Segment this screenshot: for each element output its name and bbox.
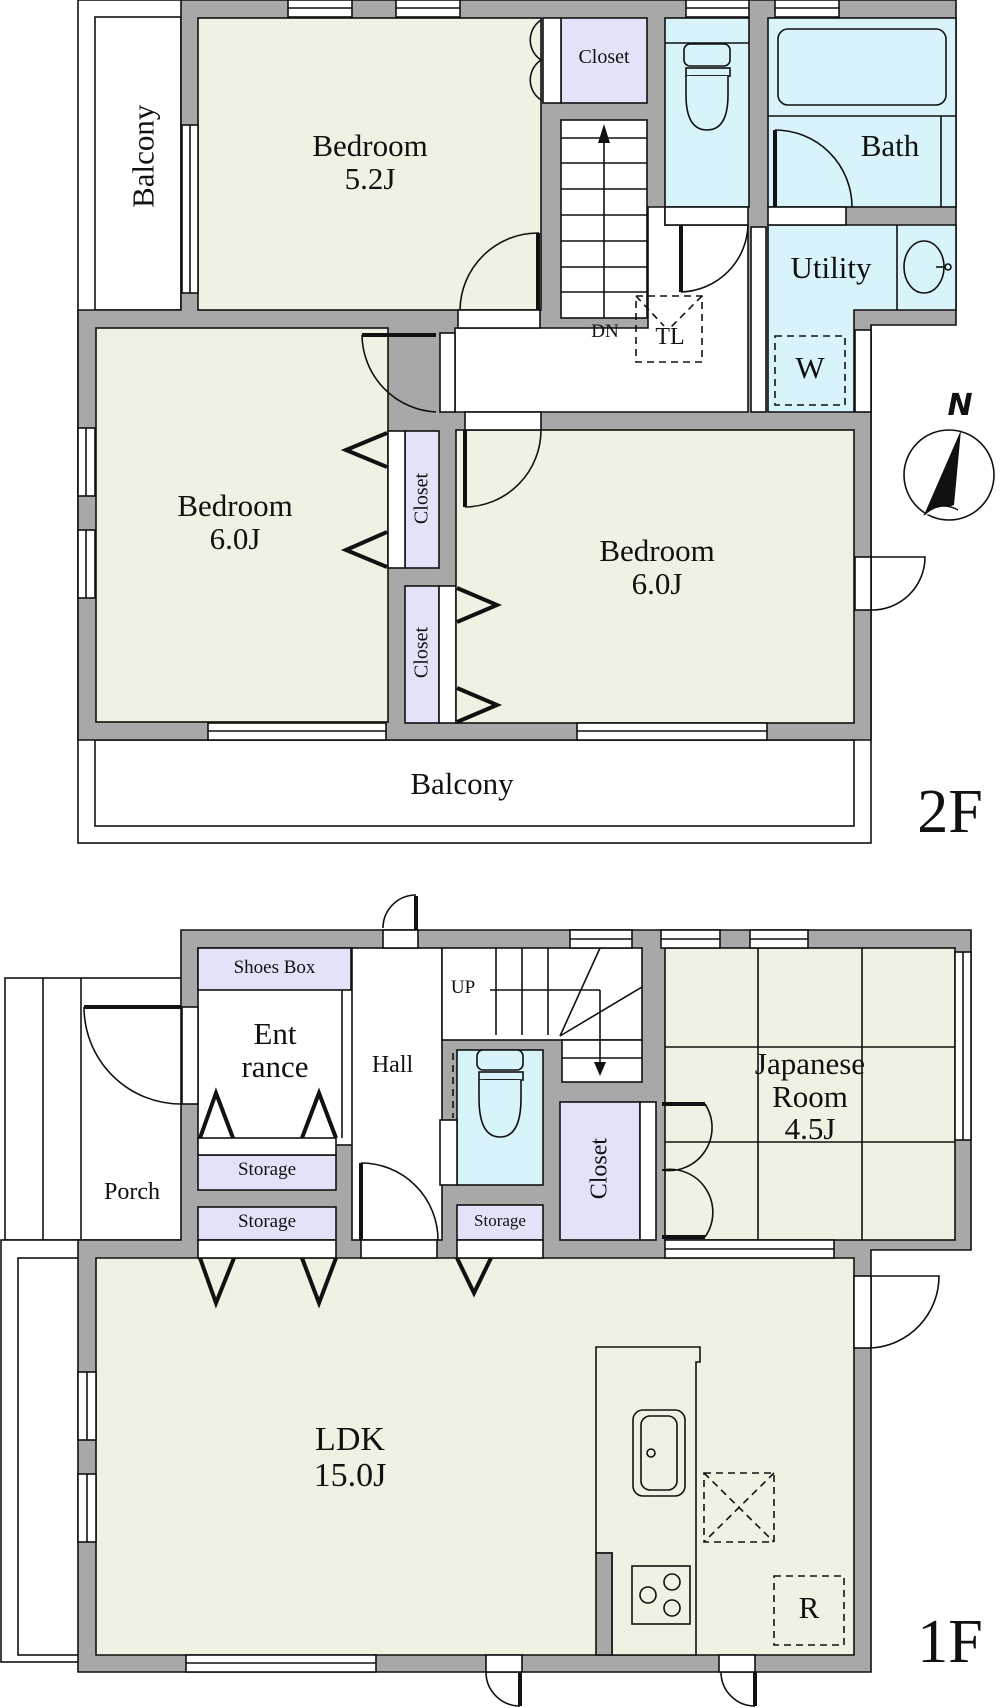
label-closet-mid-lower: Closet — [410, 626, 433, 679]
label-utility: Utility — [790, 250, 872, 285]
room-size: 6.0J — [209, 520, 261, 556]
label-closet-top: Closet — [578, 46, 630, 68]
room-storage-3 — [456, 1204, 544, 1241]
compass-icon — [903, 429, 995, 521]
compass-north-label: N — [947, 388, 973, 423]
closet-door-strip — [438, 585, 457, 724]
room-size: 15.0J — [313, 1456, 387, 1494]
balcony-south-area — [94, 739, 855, 827]
label-balcony-south: Balcony — [410, 766, 514, 801]
label-porch: Porch — [104, 1179, 160, 1205]
room-storage-1 — [197, 1154, 337, 1191]
label-stairs-dn: DN — [591, 321, 619, 342]
label-balcony-west: Balcony — [125, 104, 161, 208]
refrigerator-space — [773, 1575, 845, 1646]
toilet-icon — [476, 1049, 524, 1138]
room-name: Bedroom — [312, 128, 428, 163]
room-japanese — [664, 947, 956, 1241]
room-shoes-box — [197, 947, 352, 991]
room-ldk — [95, 1257, 855, 1656]
label-bedroom-west-6-0j: Bedroom 6.0J — [135, 488, 335, 556]
room-name-line2: Room — [772, 1078, 848, 1114]
bathtub-icon — [777, 28, 947, 106]
label-entrance: Ent rance — [210, 1016, 340, 1084]
entrance-line1: Ent — [253, 1016, 297, 1051]
label-bath: Bath — [860, 128, 920, 163]
label-tl: TL — [655, 324, 685, 350]
label-bedroom-east-6-0j: Bedroom 6.0J — [557, 533, 757, 601]
room-bedroom-5-2j — [197, 17, 542, 311]
room-closet-top — [560, 17, 648, 104]
label-closet-mid-upper: Closet — [410, 472, 433, 525]
label-storage-2: Storage — [237, 1211, 297, 1232]
room-size: 6.0J — [631, 565, 683, 601]
room-name: Bedroom — [177, 488, 293, 523]
room-bedroom-west-6-0j — [95, 327, 389, 723]
room-size: 5.2J — [344, 160, 396, 196]
stair-arrow-2f — [598, 124, 610, 143]
tatami-lines — [665, 948, 955, 1240]
room-storage-2 — [197, 1206, 337, 1241]
hatch-space — [635, 295, 703, 363]
stairs-1f — [441, 947, 643, 1041]
room-name: Bedroom — [599, 533, 715, 568]
second-floor — [77, 0, 995, 844]
vent-hatch — [703, 1472, 775, 1543]
closet-door-strip — [542, 17, 562, 104]
toilet-icon — [683, 43, 731, 131]
floor-label-1f: 1F — [917, 1608, 983, 1676]
label-bedroom-5-2j: Bedroom 5.2J — [270, 128, 470, 196]
room-bedroom-east-6-0j — [455, 429, 855, 724]
label-storage-3: Storage — [474, 1211, 526, 1230]
label-shoes-box: Shoes Box — [233, 957, 316, 978]
kitchen-sink-icon — [632, 1409, 686, 1497]
porch-deck — [4, 977, 183, 1241]
label-hall: Hall — [371, 1052, 414, 1078]
label-ldk: LDK 15.0J — [250, 1422, 450, 1493]
room-closet-1f — [559, 1101, 641, 1241]
label-japanese-room: Japanese Room 4.5J — [710, 1046, 910, 1147]
room-name: LDK — [315, 1421, 385, 1458]
balcony-west-area — [94, 16, 182, 311]
entrance-line2: rance — [241, 1048, 309, 1084]
label-storage-1: Storage — [237, 1159, 297, 1180]
label-closet-1f: Closet — [586, 1137, 613, 1200]
room-name-line1: Japanese — [754, 1046, 866, 1081]
first-floor — [0, 894, 972, 1707]
room-hall-1f — [351, 947, 443, 1241]
label-refrigerator: R — [798, 1590, 820, 1625]
washer-space — [774, 335, 846, 406]
stove-icon — [631, 1565, 691, 1625]
label-washer: W — [795, 350, 825, 385]
stair-arrow-1f — [594, 1062, 606, 1076]
room-utility — [767, 224, 957, 413]
stair-treads-1f — [490, 947, 643, 1072]
floor-label-2f: 2F — [917, 778, 983, 846]
closet-door-strip — [387, 430, 406, 569]
room-closet-mid-upper — [404, 430, 440, 569]
label-stairs-up: UP — [450, 977, 476, 998]
room-size: 4.5J — [784, 1111, 836, 1147]
